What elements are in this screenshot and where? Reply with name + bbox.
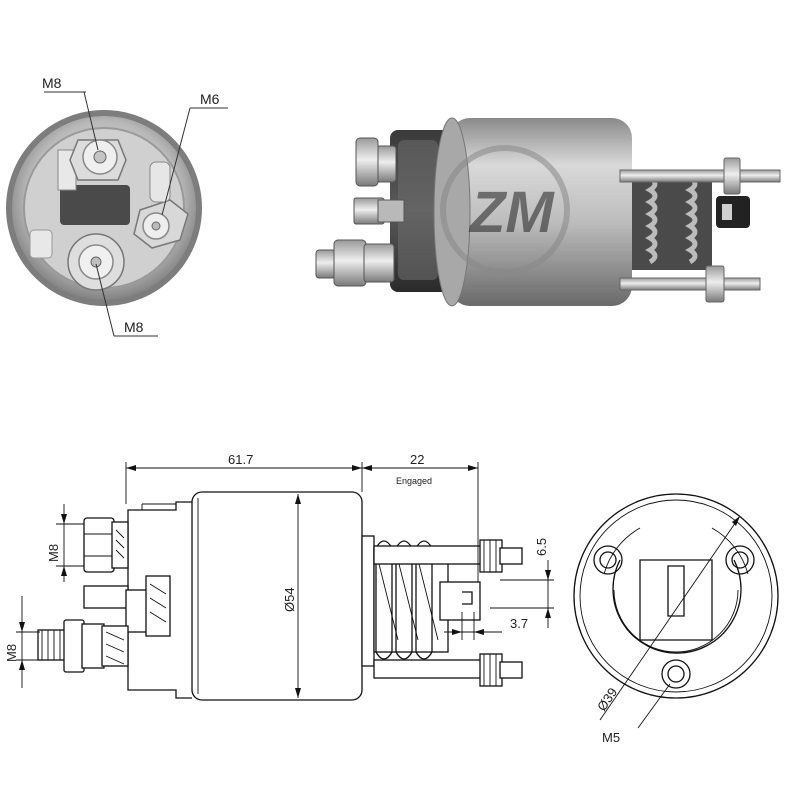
front-view-drawing: Ø39 M5 bbox=[573, 493, 779, 745]
lower-bolt-photo bbox=[315, 239, 395, 287]
dim-diameter-54: Ø54 bbox=[282, 587, 297, 612]
lower-terminal-drawing bbox=[37, 619, 129, 673]
photo-label-top-left: M8 bbox=[42, 75, 62, 91]
upper-terminal-m8-photo bbox=[69, 139, 127, 181]
dim-22: 22 bbox=[410, 452, 424, 467]
m6-terminal-photo bbox=[133, 161, 189, 249]
dim-61-7: 61.7 bbox=[228, 452, 253, 467]
mount-hole-bottom bbox=[661, 659, 691, 689]
engaged-note: Engaged bbox=[396, 476, 432, 486]
dim-6-5: 6.5 bbox=[534, 538, 549, 556]
upper-bolt-photo bbox=[355, 137, 397, 187]
mount-hole-right bbox=[725, 545, 755, 575]
dim-m5: M5 bbox=[602, 730, 620, 745]
mount-hole-left bbox=[593, 545, 623, 575]
side-view-drawing: 61.7 22 Engaged Ø54 M8 M8 6.5 bbox=[4, 452, 554, 701]
dim-3-7: 3.7 bbox=[510, 616, 528, 631]
photo-label-bottom: M8 bbox=[124, 319, 144, 335]
end-view-photo: M8 M6 M8 bbox=[6, 75, 228, 337]
zm-watermark: ZM bbox=[440, 145, 570, 275]
lower-terminal-m8-photo bbox=[67, 233, 125, 291]
dim-lower-m8: M8 bbox=[4, 644, 19, 662]
upper-terminal-drawing bbox=[83, 517, 129, 573]
side-view-photo: ZM bbox=[315, 117, 781, 307]
photo-label-top-right: M6 bbox=[200, 91, 220, 107]
watermark-text: ZM bbox=[468, 180, 555, 245]
dim-upper-m8: M8 bbox=[46, 544, 61, 562]
dim-bolt-circle-39: Ø39 bbox=[594, 685, 620, 714]
middle-terminal-drawing bbox=[83, 575, 171, 637]
